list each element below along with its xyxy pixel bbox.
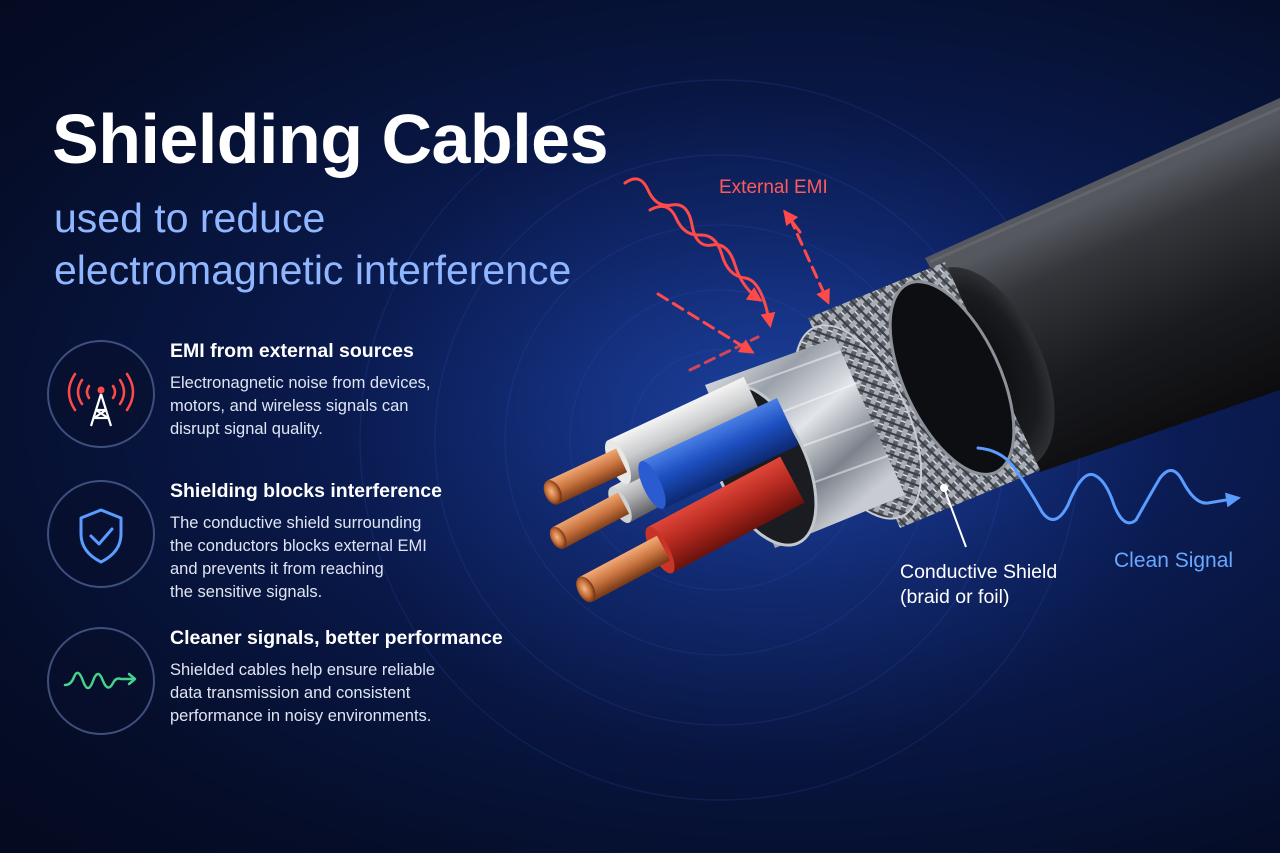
feature-description-line: performance in noisy environments. (170, 707, 432, 726)
conductive-shield-label: Conductive Shield (braid or foil) (900, 560, 1057, 609)
feature-description-line: and prevents it from reaching (170, 560, 384, 579)
feature-title: Cleaner signals, better performance (170, 627, 503, 649)
feature-description-line: Shielded cables help ensure reliable (170, 661, 436, 679)
feature-description: The conductive shield surrounding the co… (170, 512, 427, 604)
feature-icon-circle (47, 627, 155, 735)
shield-check-icon (79, 508, 123, 564)
feature-icon-circle (47, 340, 155, 448)
clean-signal-wave (976, 446, 1241, 525)
feature-description-line: data transmission and consistent (170, 684, 411, 703)
feature-description: Shielded cables help ensure reliable dat… (170, 659, 435, 728)
feature-title: EMI from external sources (170, 340, 414, 362)
emi-arrows (623, 177, 830, 372)
feature-description-line: disrupt signal quality. (170, 420, 323, 439)
radio-tower-icon (67, 372, 135, 427)
feature-description-line: Electronagnetic noise from devices, (170, 374, 431, 392)
external-emi-label: External EMI (719, 177, 828, 198)
wave-signal-icon (63, 671, 137, 690)
feature-description-line: the conductors blocks external EMI (170, 537, 427, 556)
clean-signal-label: Clean Signal (1114, 549, 1234, 572)
subtitle-line: used to reduce (54, 195, 326, 241)
feature-description-line: motors, and wireless signals can (170, 397, 409, 416)
shield-callout (940, 484, 967, 548)
page-title: Shielding Cables (52, 100, 609, 178)
feature-icon-circle (47, 480, 155, 588)
feature-description-line: The conductive shield surrounding (170, 514, 422, 532)
feature-description-line: the sensitive signals. (170, 583, 323, 602)
inner-conductors (543, 376, 805, 603)
shield-label-line: (braid or foil) (900, 585, 1010, 608)
page-subtitle: used to reduce electromagnetic interfere… (54, 193, 571, 296)
subtitle-line: electromagnetic interference (54, 246, 572, 293)
shield-label-line: Conductive Shield (900, 561, 1058, 583)
feature-title: Shielding blocks interference (170, 480, 442, 502)
feature-description: Electronagnetic noise from devices, moto… (170, 372, 430, 441)
